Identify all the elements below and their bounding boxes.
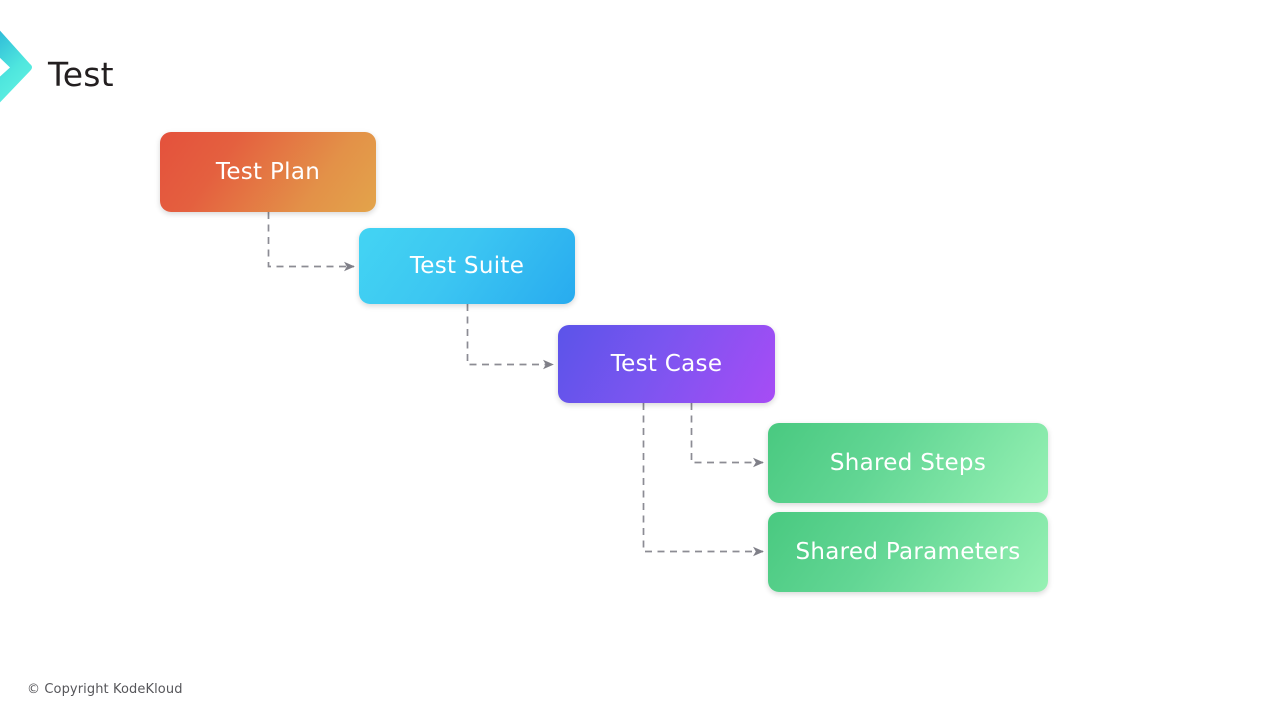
node-shared-steps[interactable]: Shared Steps [768,423,1048,503]
edge-case-steps [690,403,764,468]
node-shared-steps-label: Shared Steps [829,450,987,476]
chevron-right-logo-icon [0,30,32,103]
footer-copyright: © Copyright KodeKloud [27,682,183,697]
node-test-plan[interactable]: Test Plan [160,132,376,212]
edge-case-parameters [642,403,764,557]
node-test-case-label: Test Case [610,351,723,377]
node-shared-parameters-label: Shared Parameters [795,539,1021,565]
node-test-plan-label: Test Plan [215,159,321,185]
node-test-suite[interactable]: Test Suite [359,228,575,304]
edge-suite-case [466,304,554,370]
node-test-case[interactable]: Test Case [558,325,775,403]
node-test-suite-label: Test Suite [409,253,525,279]
edge-plan-suite [267,212,355,272]
page-title: Test [48,55,114,94]
node-shared-parameters[interactable]: Shared Parameters [768,512,1048,592]
